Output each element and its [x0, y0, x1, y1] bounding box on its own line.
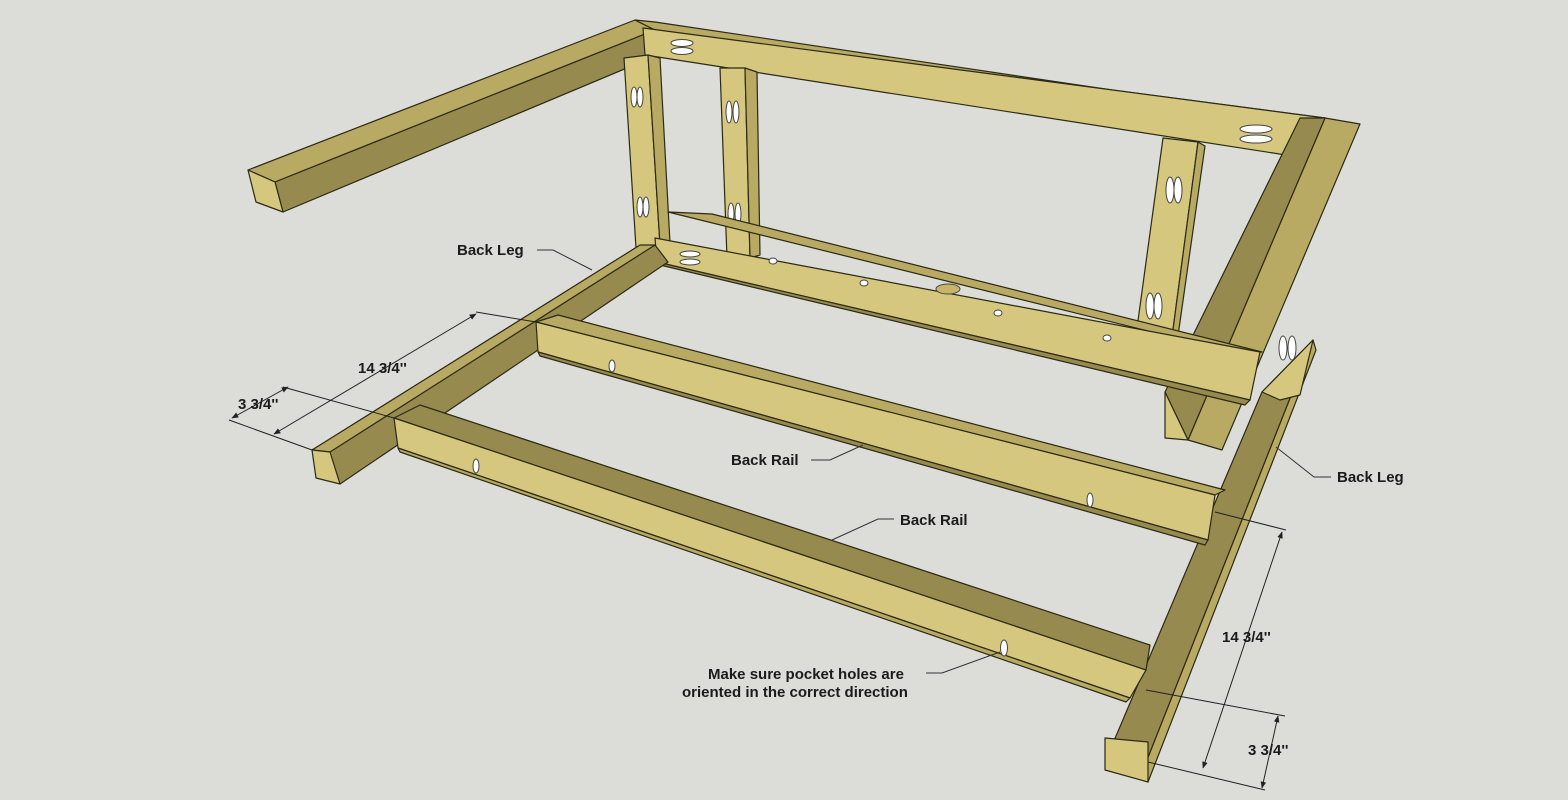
dimension-left: 14 3/4'' 3 3/4'' — [228, 311, 537, 451]
label-back-leg-left: Back Leg — [457, 242, 524, 259]
back-rail-upper — [535, 314, 1226, 546]
label-back-rail-lower: Back Rail — [900, 512, 968, 529]
dimension-right: 14 3/4'' 3 3/4'' — [1145, 511, 1289, 791]
callout-back-rail-lower: Back Rail — [831, 512, 968, 541]
note-line-2: oriented in the correct direction — [682, 684, 908, 701]
post-right — [1133, 137, 1206, 353]
back-rail-lower — [393, 404, 1151, 703]
callout-back-leg-right: Back Leg — [1275, 446, 1404, 486]
left-top-arm — [247, 19, 659, 213]
label-back-rail-upper: Back Rail — [731, 452, 799, 469]
back-stretcher — [654, 211, 1263, 406]
post-far-left — [623, 54, 671, 249]
dimension-left-short: 3 3/4'' — [238, 396, 279, 413]
dimension-left-long: 14 3/4'' — [358, 360, 407, 377]
dimension-right-long: 14 3/4'' — [1222, 629, 1271, 646]
label-back-leg-right: Back Leg — [1337, 469, 1404, 486]
callout-pocket-hole-note: Make sure pocket holes are oriented in t… — [682, 651, 1001, 701]
pocket-holes-far-rail — [670, 39, 1273, 144]
callout-back-leg-left: Back Leg — [457, 242, 593, 271]
note-line-1: Make sure pocket holes are — [708, 666, 904, 683]
callout-back-rail-upper: Back Rail — [731, 444, 864, 469]
dimension-right-short: 3 3/4'' — [1248, 742, 1289, 759]
post-middle-left — [719, 67, 761, 259]
